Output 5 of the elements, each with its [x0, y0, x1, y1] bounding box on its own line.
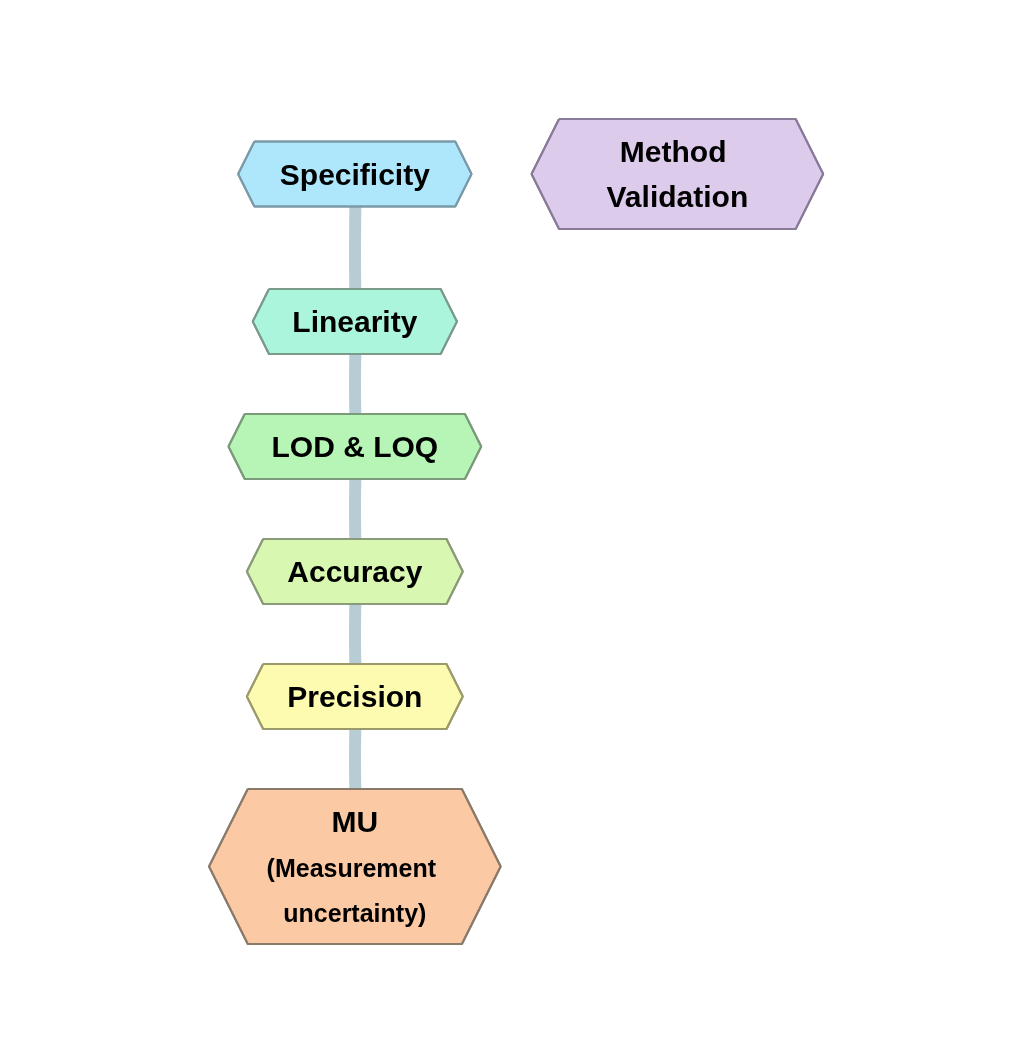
connector — [349, 478, 362, 541]
connector — [349, 728, 362, 791]
connector — [349, 206, 362, 291]
connector — [349, 353, 362, 416]
connector — [349, 603, 362, 666]
